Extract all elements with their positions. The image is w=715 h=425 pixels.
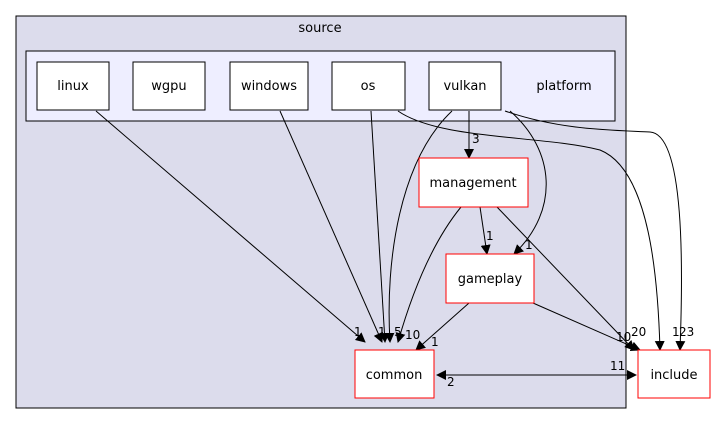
edge-label-vulkan-management: 3: [472, 132, 480, 146]
node-common[interactable]: common: [354, 349, 435, 399]
node-vulkan-label: vulkan: [443, 79, 486, 94]
node-include-box: [637, 349, 711, 399]
node-linux[interactable]: linux: [36, 61, 110, 111]
edge-linux-common: [95, 110, 366, 343]
node-gameplay-label: gameplay: [458, 272, 523, 287]
node-wgpu-label: wgpu: [151, 79, 186, 94]
edge-label-vulkan-include: 23: [679, 325, 694, 339]
edge-label-gameplay-common: 1: [431, 335, 439, 349]
edge-label-linux-common: 1: [354, 325, 362, 339]
edges: [95, 110, 686, 380]
node-linux-box: [36, 61, 110, 111]
edge-vulkan-common: [384, 110, 453, 343]
node-os-label: os: [361, 79, 376, 94]
edge-label-vulkan-common: 10: [405, 328, 420, 342]
node-include-label: include: [650, 368, 697, 383]
edge-label-include-common: 2: [447, 375, 455, 389]
edge-vulkan-gameplay: [509, 110, 547, 255]
edge-gameplay-common: [415, 302, 470, 351]
node-wgpu[interactable]: wgpu: [132, 61, 206, 111]
node-wgpu-box: [132, 61, 206, 111]
node-include[interactable]: include: [637, 349, 711, 399]
edge-vulkan-include: [504, 110, 686, 351]
node-gameplay-box: [445, 253, 535, 304]
node-linux-label: linux: [57, 79, 89, 94]
edge-label-vulkan-gameplay: 1: [525, 238, 533, 252]
node-os[interactable]: os: [331, 61, 406, 111]
edge-gameplay-include: [532, 302, 641, 351]
cluster-platform[interactable]: platform: [25, 50, 616, 122]
edge-label-os-include: 1: [672, 325, 680, 339]
edge-label-management-include: 20: [631, 325, 646, 339]
edge-label-management-gameplay: 1: [486, 229, 494, 243]
edge-label-os-common: 5: [394, 325, 402, 339]
edge-management-gameplay: [479, 206, 491, 255]
edge-management-include: [496, 206, 635, 351]
node-common-box: [354, 349, 435, 399]
edge-label-common-include: 11: [610, 359, 625, 373]
node-windows[interactable]: windows: [229, 61, 309, 111]
node-windows-box: [229, 61, 309, 111]
node-windows-label: windows: [241, 79, 297, 94]
edge-management-common: [395, 206, 462, 343]
cluster-platform-label: platform: [536, 79, 591, 94]
node-vulkan-box: [428, 61, 502, 111]
node-management-label: management: [429, 176, 516, 191]
node-management-box: [418, 157, 529, 208]
edge-windows-common: [279, 110, 383, 343]
edge-label-windows-common: 1: [378, 325, 386, 339]
cluster-source-label: source: [298, 21, 341, 36]
node-management[interactable]: management: [418, 157, 529, 208]
cluster-platform-box: [25, 50, 616, 122]
edge-label-gameplay-include: 10: [616, 330, 631, 344]
edge-os-common: [370, 110, 390, 343]
node-gameplay[interactable]: gameplay: [445, 253, 535, 304]
node-common-label: common: [366, 368, 423, 383]
edge-os-include: [397, 110, 665, 351]
node-vulkan[interactable]: vulkan: [428, 61, 502, 111]
node-os-box: [331, 61, 406, 111]
edge-labels: 1 1 5 10 1 3 1 1 20 10 1 23 11 2: [354, 132, 694, 389]
